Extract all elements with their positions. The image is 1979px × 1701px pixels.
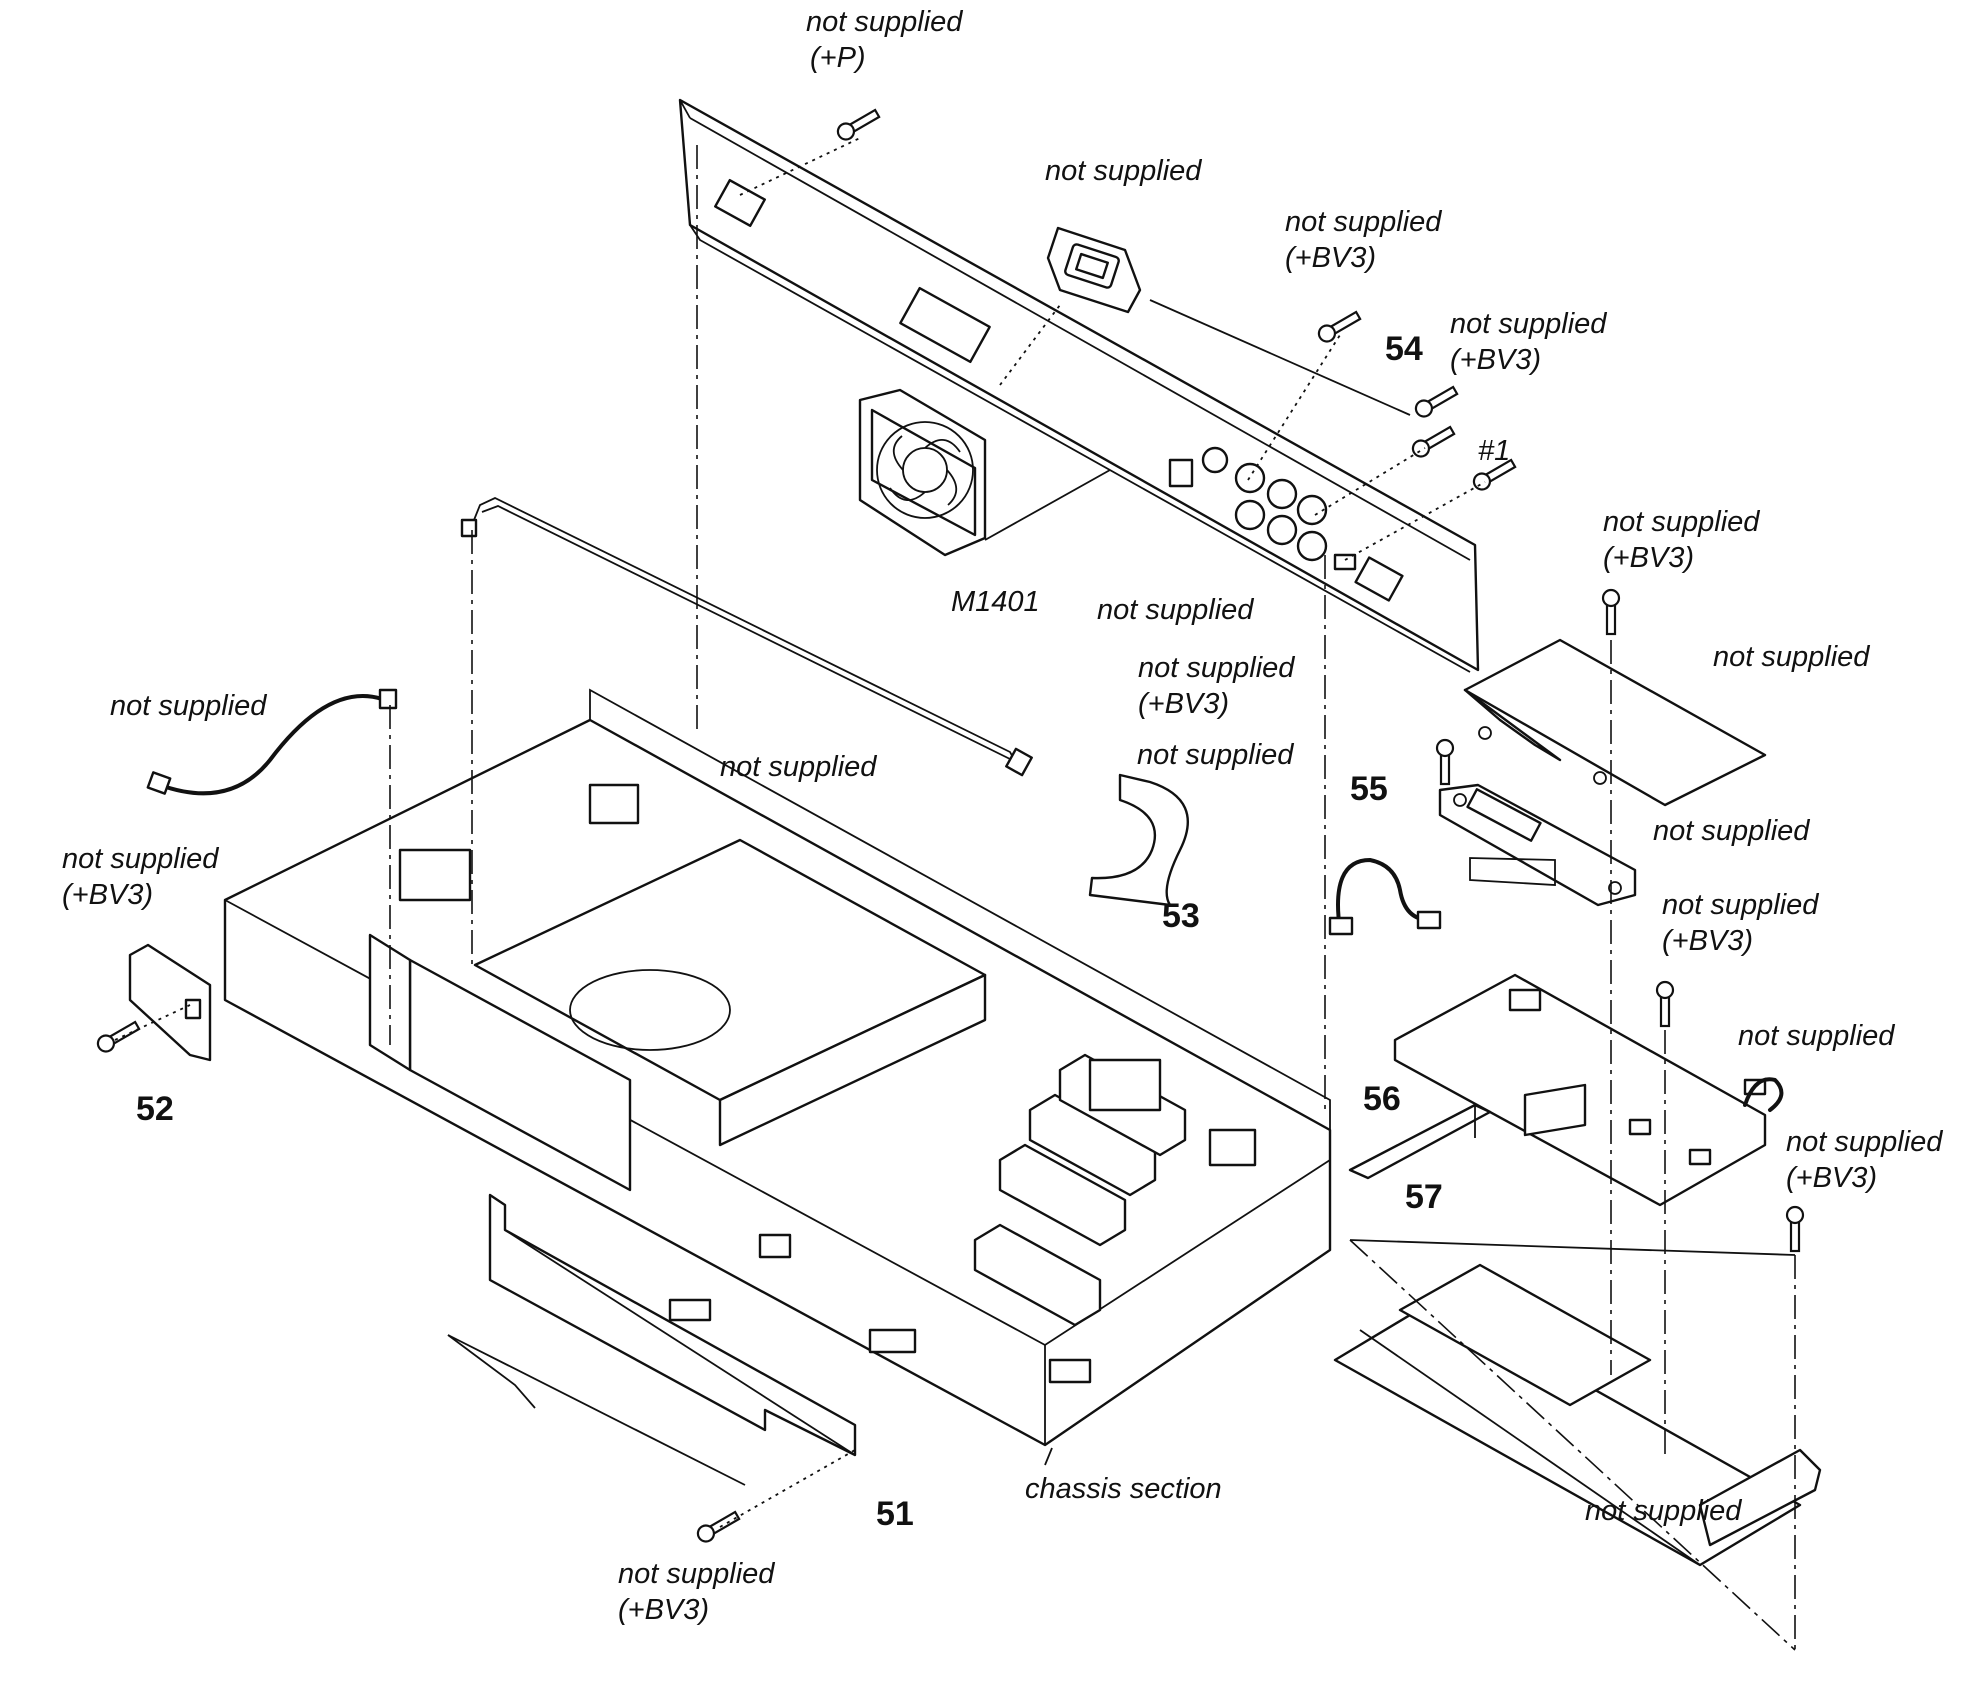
left-cable [146,688,398,796]
screw-d [96,1020,141,1053]
note-long-cable: not supplied [720,751,877,783]
part-55-board [1438,783,1637,907]
right-wire [1743,1077,1784,1112]
note-screw-f: not supplied [1786,1126,1943,1158]
part-number-52: 52 [136,1090,174,1128]
note-left-cable: not supplied [110,690,267,722]
part-number-57: 57 [1405,1178,1443,1216]
note-screw-d: not supplied [62,843,219,875]
note-screw-c-code: (+BV3) [1603,542,1695,574]
label-hash1: #1 [1478,435,1511,467]
note-screw-b: not supplied [1450,308,1607,340]
harness-plug-a [1328,916,1354,936]
note-screw-a-code: (+BV3) [1285,242,1377,274]
part-56-board [1393,973,1767,1207]
chassis [223,688,1332,1447]
note-screw-g-code: (+BV3) [618,1594,710,1626]
part-52-board [128,943,212,1062]
note-bracket: not supplied [1585,1495,1742,1527]
center-harness [1336,857,1432,932]
note-screw-e: not supplied [1662,889,1819,921]
screws [96,108,1805,1543]
screw-a [1317,310,1362,343]
screw-top [836,108,881,141]
screw-e [1655,980,1675,1028]
screw-c [1601,588,1621,636]
part-number-55: 55 [1350,770,1388,808]
pad-sheet [1463,638,1767,807]
note-connector: not supplied [1045,155,1202,187]
part-number-54: 54 [1385,330,1423,368]
note-screw-g: not supplied [618,1558,775,1590]
note-sheet: not supplied [1713,641,1870,673]
screw-hash1 [1472,458,1517,491]
part-number-51: 51 [876,1495,914,1533]
note-pad: not supplied [1653,815,1810,847]
note-rear-top-code: (+P) [810,42,866,74]
rear-panel [678,98,1480,673]
note-board-screw: not supplied [1138,652,1295,684]
chassis-section-label: chassis section [1025,1473,1222,1505]
note-rear-panel: not supplied [1097,594,1254,626]
note-screw-b-code: (+BV3) [1450,344,1542,376]
fan [858,388,987,557]
note-harness: not supplied [1137,739,1294,771]
note-screw-a: not supplied [1285,206,1442,238]
note-screw-f-code: (+BV3) [1786,1162,1878,1194]
part-51-front-cover [488,1193,857,1457]
bottom-bracket [1333,1263,1822,1567]
part-53-flat-cable [1088,773,1189,907]
note-screw-e-code: (+BV3) [1662,925,1754,957]
ac-connector [1046,226,1142,314]
part-number-53: 53 [1162,897,1200,935]
guide-lines [114,137,1796,1651]
note-rear-top: not supplied [806,6,963,38]
note-board-screw-code: (+BV3) [1138,688,1230,720]
screw-board [1435,738,1455,786]
screw-54 [1414,385,1459,418]
screw-f [1785,1205,1805,1253]
harness-plug-b [1416,910,1442,930]
screw-b [1411,425,1456,458]
fan-label-m1401: M1401 [951,586,1040,618]
part-number-56: 56 [1363,1080,1401,1118]
long-cable [460,497,1033,777]
screw-g [696,1510,741,1543]
part-57-bracket [1348,1103,1492,1180]
note-wire-right: not supplied [1738,1020,1895,1052]
note-screw-d-code: (+BV3) [62,879,154,911]
note-screw-c: not supplied [1603,506,1760,538]
